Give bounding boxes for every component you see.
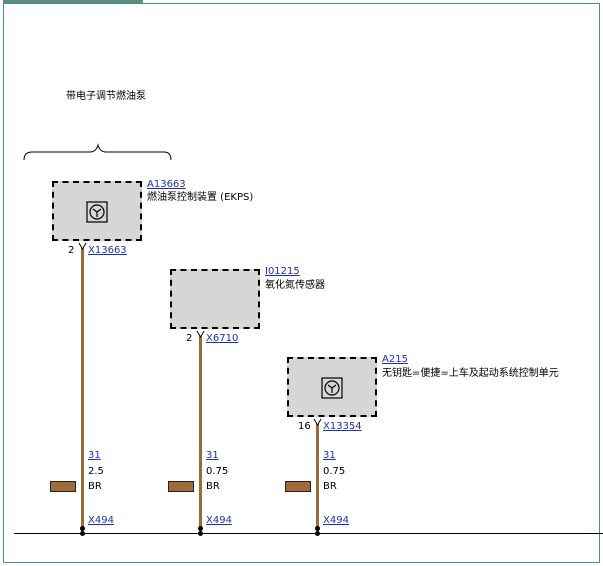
component-name: 无钥匙=便捷=上车及起动系统控制单元 — [382, 368, 559, 379]
component-id-link[interactable]: A215 — [382, 354, 408, 365]
ground-junction-dot — [80, 531, 85, 536]
wire-color: BR — [88, 481, 102, 492]
component-name: 燃油泵控制装置 (EKPS) — [147, 192, 254, 203]
component-box-a215[interactable] — [287, 357, 377, 417]
connector-link[interactable]: X13354 — [323, 421, 362, 432]
ground-connector-link[interactable]: X494 — [88, 515, 114, 526]
component-box-a13663[interactable] — [52, 181, 142, 241]
control-unit-icon — [321, 377, 343, 399]
wire-segment[interactable] — [199, 336, 202, 531]
component-box-i01215[interactable] — [170, 269, 260, 329]
wire-color-swatch — [168, 481, 194, 492]
diagram-frame — [3, 3, 600, 563]
ground-bus-line — [14, 533, 603, 534]
wire-size: 2.5 — [88, 466, 104, 477]
wire-segment[interactable] — [81, 248, 84, 531]
ground-junction-dot — [80, 526, 85, 531]
ground-connector-link[interactable]: X494 — [206, 515, 232, 526]
wire-color: BR — [206, 481, 220, 492]
control-unit-icon — [86, 201, 108, 223]
connector-link[interactable]: X6710 — [206, 333, 239, 344]
wire-number-link[interactable]: 31 — [323, 450, 336, 461]
component-name: 氧化氮传感器 — [265, 280, 325, 291]
wire-color: BR — [323, 481, 337, 492]
wire-size: 0.75 — [323, 466, 346, 477]
pin-number: 2 — [186, 333, 193, 344]
wire-color-swatch — [285, 481, 311, 492]
ground-junction-dot — [315, 526, 320, 531]
ground-junction-dot — [198, 531, 203, 536]
wire-size: 0.75 — [206, 466, 229, 477]
wire-color-swatch — [50, 481, 76, 492]
group-label: 带电子调节燃油泵 — [66, 91, 146, 102]
wire-number-link[interactable]: 31 — [88, 450, 101, 461]
component-id-link[interactable]: A13663 — [147, 179, 186, 190]
ground-junction-dot — [198, 526, 203, 531]
ground-connector-link[interactable]: X494 — [323, 515, 349, 526]
pin-number: 2 — [68, 245, 75, 256]
pin-number: 16 — [298, 421, 311, 432]
connector-link[interactable]: X13663 — [88, 245, 127, 256]
ground-junction-dot — [315, 531, 320, 536]
wire-number-link[interactable]: 31 — [206, 450, 219, 461]
component-id-link[interactable]: I01215 — [265, 266, 300, 277]
header-tab — [3, 0, 143, 4]
wire-segment[interactable] — [316, 424, 319, 531]
